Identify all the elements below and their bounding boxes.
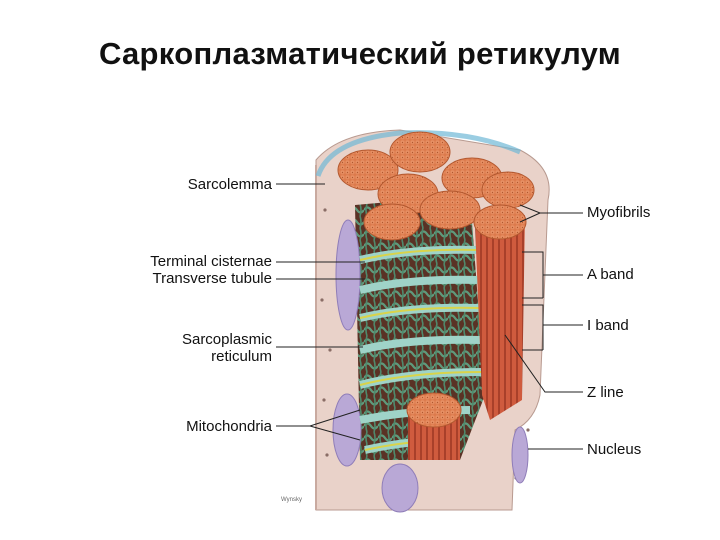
myofibril-ends [337,131,535,241]
sarcoplasmic-reticulum-network [355,195,485,460]
label-sarcoplasmic-reticulum-line2: reticulum [211,348,272,365]
label-nucleus: Nucleus [587,441,642,458]
label-a-band: A band [587,266,634,283]
label-sarcolemma: Sarcolemma [187,176,272,193]
label-terminal-cisternae: Terminal cisternae [150,253,272,270]
label-myofibrils: Myofibrils [587,204,651,221]
label-sarcoplasmic-reticulum-line1: Sarcoplasmic [181,331,272,348]
label-z-line: Z line [587,384,624,401]
myofibril-side [475,215,525,420]
nucleus [381,463,419,513]
myofibril-lower [406,392,462,460]
label-transverse-tubule: Transverse tubule [152,270,272,287]
label-mitochondria: Mitochondria [186,418,272,435]
label-i-band: I band [587,317,629,334]
page-title: Саркоплазматический ретикулум [98,36,622,71]
illustrator-credit: Wynsky [281,497,302,503]
nucleus [511,426,529,484]
nucleus [332,393,362,467]
nucleus [335,219,361,331]
leader-lines [276,183,583,450]
